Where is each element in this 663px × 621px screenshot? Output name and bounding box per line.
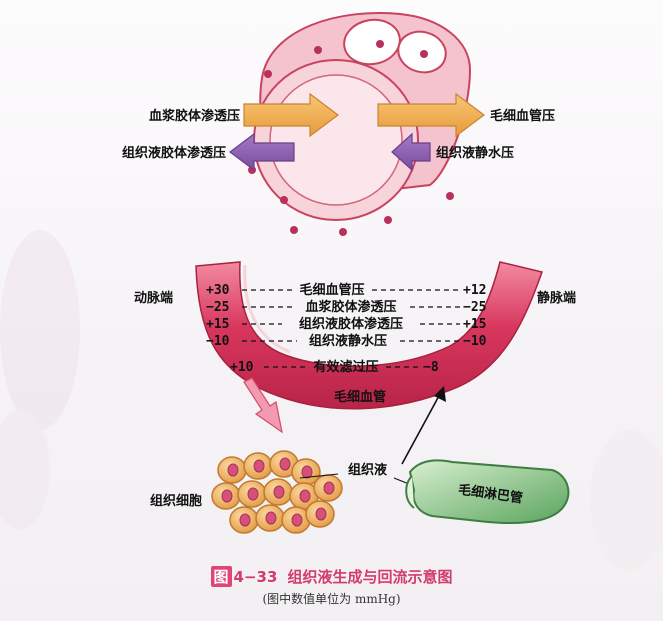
caption-badge: 图 bbox=[210, 566, 232, 587]
cell-nucleus bbox=[227, 463, 239, 477]
arterial-plasma-colloid-value: −25 bbox=[206, 300, 229, 315]
caption-title: 组织液生成与回流示意图 bbox=[287, 568, 453, 586]
cell-nucleus bbox=[315, 507, 327, 521]
arterial-tissue-colloid-value: +15 bbox=[206, 317, 229, 332]
venous-plasma-colloid-value: −25 bbox=[463, 300, 486, 315]
cell-nucleus bbox=[323, 481, 335, 495]
force-label-effective-filtration: 有效滤过压 bbox=[313, 359, 378, 375]
cell-nucleus bbox=[299, 489, 311, 503]
force-label-plasma-colloid: 血浆胶体渗透压 bbox=[305, 299, 396, 315]
capillary-label: 毛细血管 bbox=[334, 389, 386, 405]
capillary-u-vessel bbox=[195, 261, 543, 410]
cell-nucleus bbox=[247, 487, 259, 501]
cell-nucleus bbox=[279, 457, 291, 471]
figure-subcaption: (图中数值单位为 mmHg) bbox=[262, 592, 401, 606]
tissue-cells bbox=[211, 450, 343, 534]
cell-nucleus bbox=[221, 489, 233, 503]
arterial-capillary-pressure-value: +30 bbox=[206, 283, 230, 298]
cell-nucleus bbox=[253, 459, 265, 473]
force-table bbox=[242, 289, 460, 368]
tissue-particles bbox=[248, 46, 454, 236]
capillary-pressure-arrow bbox=[377, 92, 485, 138]
plasma-colloid-arrow bbox=[243, 92, 339, 138]
reabsorption-arrow bbox=[401, 386, 446, 465]
cell-nucleus bbox=[291, 513, 303, 527]
venous-tissue-hydrostatic-value: −10 bbox=[463, 334, 487, 349]
venous-effective-filtration-value: −8 bbox=[423, 360, 439, 375]
cell-nucleus bbox=[239, 513, 251, 527]
label-tissue-hydrostatic: 组织液静水压 bbox=[436, 145, 514, 161]
lymph-capillary bbox=[405, 459, 570, 525]
force-label-tissue-hydrostatic: 组织液静水压 bbox=[309, 333, 387, 349]
caption-number: 4−33 bbox=[233, 568, 278, 586]
cell-nucleus bbox=[301, 465, 313, 479]
cell-nucleus bbox=[265, 511, 277, 525]
force-label-capillary-pressure: 毛细血管压 bbox=[299, 282, 364, 298]
tissue-fluid-pointer bbox=[299, 473, 339, 479]
force-label-tissue-colloid: 组织液胶体渗透压 bbox=[299, 316, 403, 332]
cell-nucleus bbox=[273, 485, 285, 499]
venous-tissue-colloid-value: +15 bbox=[463, 317, 486, 332]
label-plasma-colloid: 血浆胶体渗透压 bbox=[149, 108, 240, 124]
filtration-arrow bbox=[243, 377, 283, 434]
tissue-hydrostatic-arrow bbox=[391, 132, 431, 172]
arterial-effective-filtration-value: +10 bbox=[230, 360, 254, 375]
tissue-colloid-arrow bbox=[229, 132, 295, 172]
label-tissue-colloid: 组织液胶体渗透压 bbox=[122, 145, 226, 161]
background-shapes bbox=[0, 230, 663, 570]
venous-capillary-pressure-value: +12 bbox=[463, 283, 486, 298]
label-capillary-pressure: 毛细血管压 bbox=[490, 108, 555, 124]
tissue-fluid-label: 组织液 bbox=[348, 462, 387, 478]
venous-end-label: 静脉端 bbox=[537, 290, 576, 306]
tissue-cell-label: 组织细胞 bbox=[150, 493, 202, 509]
arterial-tissue-hydrostatic-value: −10 bbox=[206, 334, 230, 349]
arterial-end-label: 动脉端 bbox=[134, 290, 173, 306]
